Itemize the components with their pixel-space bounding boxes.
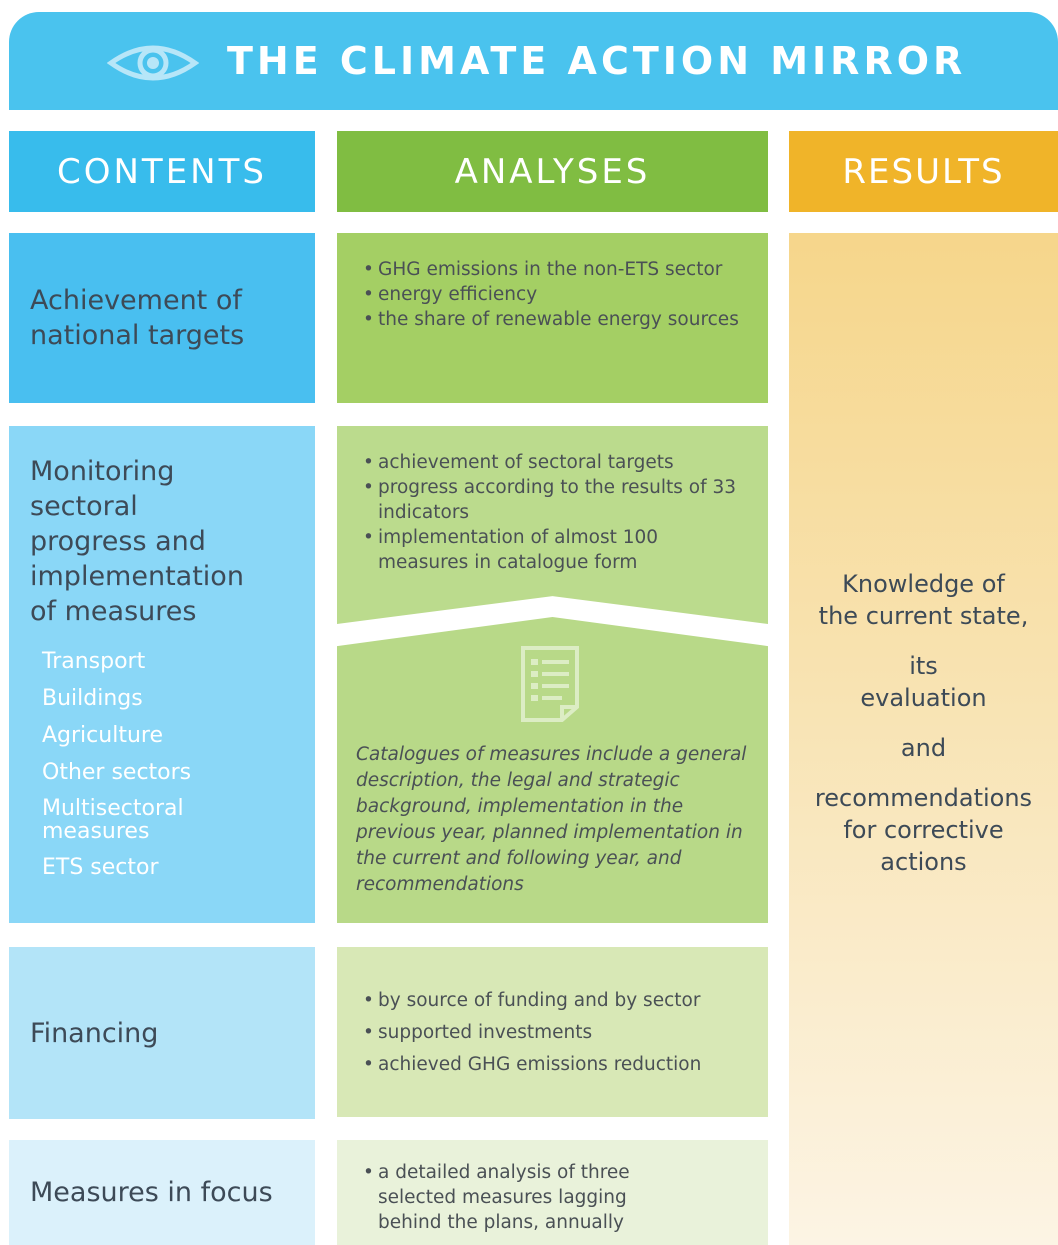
results-box: Knowledge of the current state, its eval… <box>789 233 1058 1245</box>
results-line: actions <box>880 848 967 876</box>
sector-item: Buildings <box>42 686 143 711</box>
analysis-bullet: GHG emissions in the non-ETS sector <box>361 257 748 282</box>
catalogue-description: Catalogues of measures include a general… <box>356 744 747 895</box>
analyses-catalogue-box: Catalogues of measures include a general… <box>337 617 768 923</box>
contents-label-line: national targets <box>30 320 245 351</box>
results-line: for corrective <box>843 816 1004 844</box>
results-line: Knowledge of <box>842 570 1005 598</box>
sector-item: Other sectors <box>42 760 192 785</box>
analysis-bullet: a detailed analysis of three selected me… <box>361 1160 688 1235</box>
contents-label-line: of measures <box>30 596 197 627</box>
analysis-bullet: the share of renewable energy sources <box>361 307 748 332</box>
results-line: recommendations <box>814 784 1033 812</box>
contents-label-line: Achievement of <box>30 285 242 316</box>
analysis-bullet: progress according to the results of 33 … <box>361 475 748 525</box>
sector-list: Transport Buildings Agriculture Other se… <box>30 649 315 880</box>
analysis-bullet: achievement of sectoral targets <box>361 450 748 475</box>
contents-national-targets: Achievement of national targets <box>9 233 315 403</box>
results-line: the current state, <box>818 602 1029 630</box>
results-line: evaluation <box>860 684 987 712</box>
contents-measures-in-focus: Measures in focus <box>9 1140 315 1245</box>
analysis-bullet: achieved GHG emissions reduction <box>361 1049 758 1081</box>
eye-icon <box>107 45 199 81</box>
contents-sectoral-monitoring: Monitoring sectoral progress and impleme… <box>9 426 315 923</box>
contents-financing: Financing <box>9 947 315 1119</box>
analysis-bullet: energy efficiency <box>361 282 748 307</box>
analyses-financing: by source of funding and by sector suppo… <box>337 947 768 1117</box>
analyses-sectoral-monitoring: achievement of sectoral targets progress… <box>337 426 768 624</box>
sector-item: ETS sector <box>42 855 159 880</box>
contents-label: Financing <box>30 1017 159 1049</box>
sector-item: Transport <box>42 649 146 674</box>
analysis-bullet: supported investments <box>361 1017 758 1049</box>
results-column-header: RESULTS <box>789 131 1058 212</box>
contents-label-line: progress and <box>30 526 206 557</box>
results-text: Knowledge of the current state, its eval… <box>789 568 1058 878</box>
contents-label: Measures in focus <box>30 1177 273 1208</box>
results-line: its <box>909 652 938 680</box>
header-banner: THE CLIMATE ACTION MIRROR <box>9 12 1058 110</box>
document-list-icon <box>521 646 579 722</box>
contents-label-line: implementation <box>30 561 244 592</box>
results-line: and <box>900 734 947 762</box>
analyses-national-targets: GHG emissions in the non-ETS sector ener… <box>337 233 768 403</box>
contents-column-header: CONTENTS <box>9 131 315 212</box>
contents-label-line: sectoral <box>30 491 138 522</box>
analysis-bullet: by source of funding and by sector <box>361 985 758 1017</box>
analysis-bullet: implementation of almost 100 measures in… <box>361 525 748 575</box>
page-title: THE CLIMATE ACTION MIRROR <box>227 39 967 83</box>
contents-label-line: Monitoring <box>30 456 175 487</box>
analyses-column-header: ANALYSES <box>337 131 768 212</box>
analyses-measures-in-focus: a detailed analysis of three selected me… <box>337 1140 768 1245</box>
sector-item: Agriculture <box>42 723 163 748</box>
sector-item: Multisectoral measures <box>42 796 184 844</box>
